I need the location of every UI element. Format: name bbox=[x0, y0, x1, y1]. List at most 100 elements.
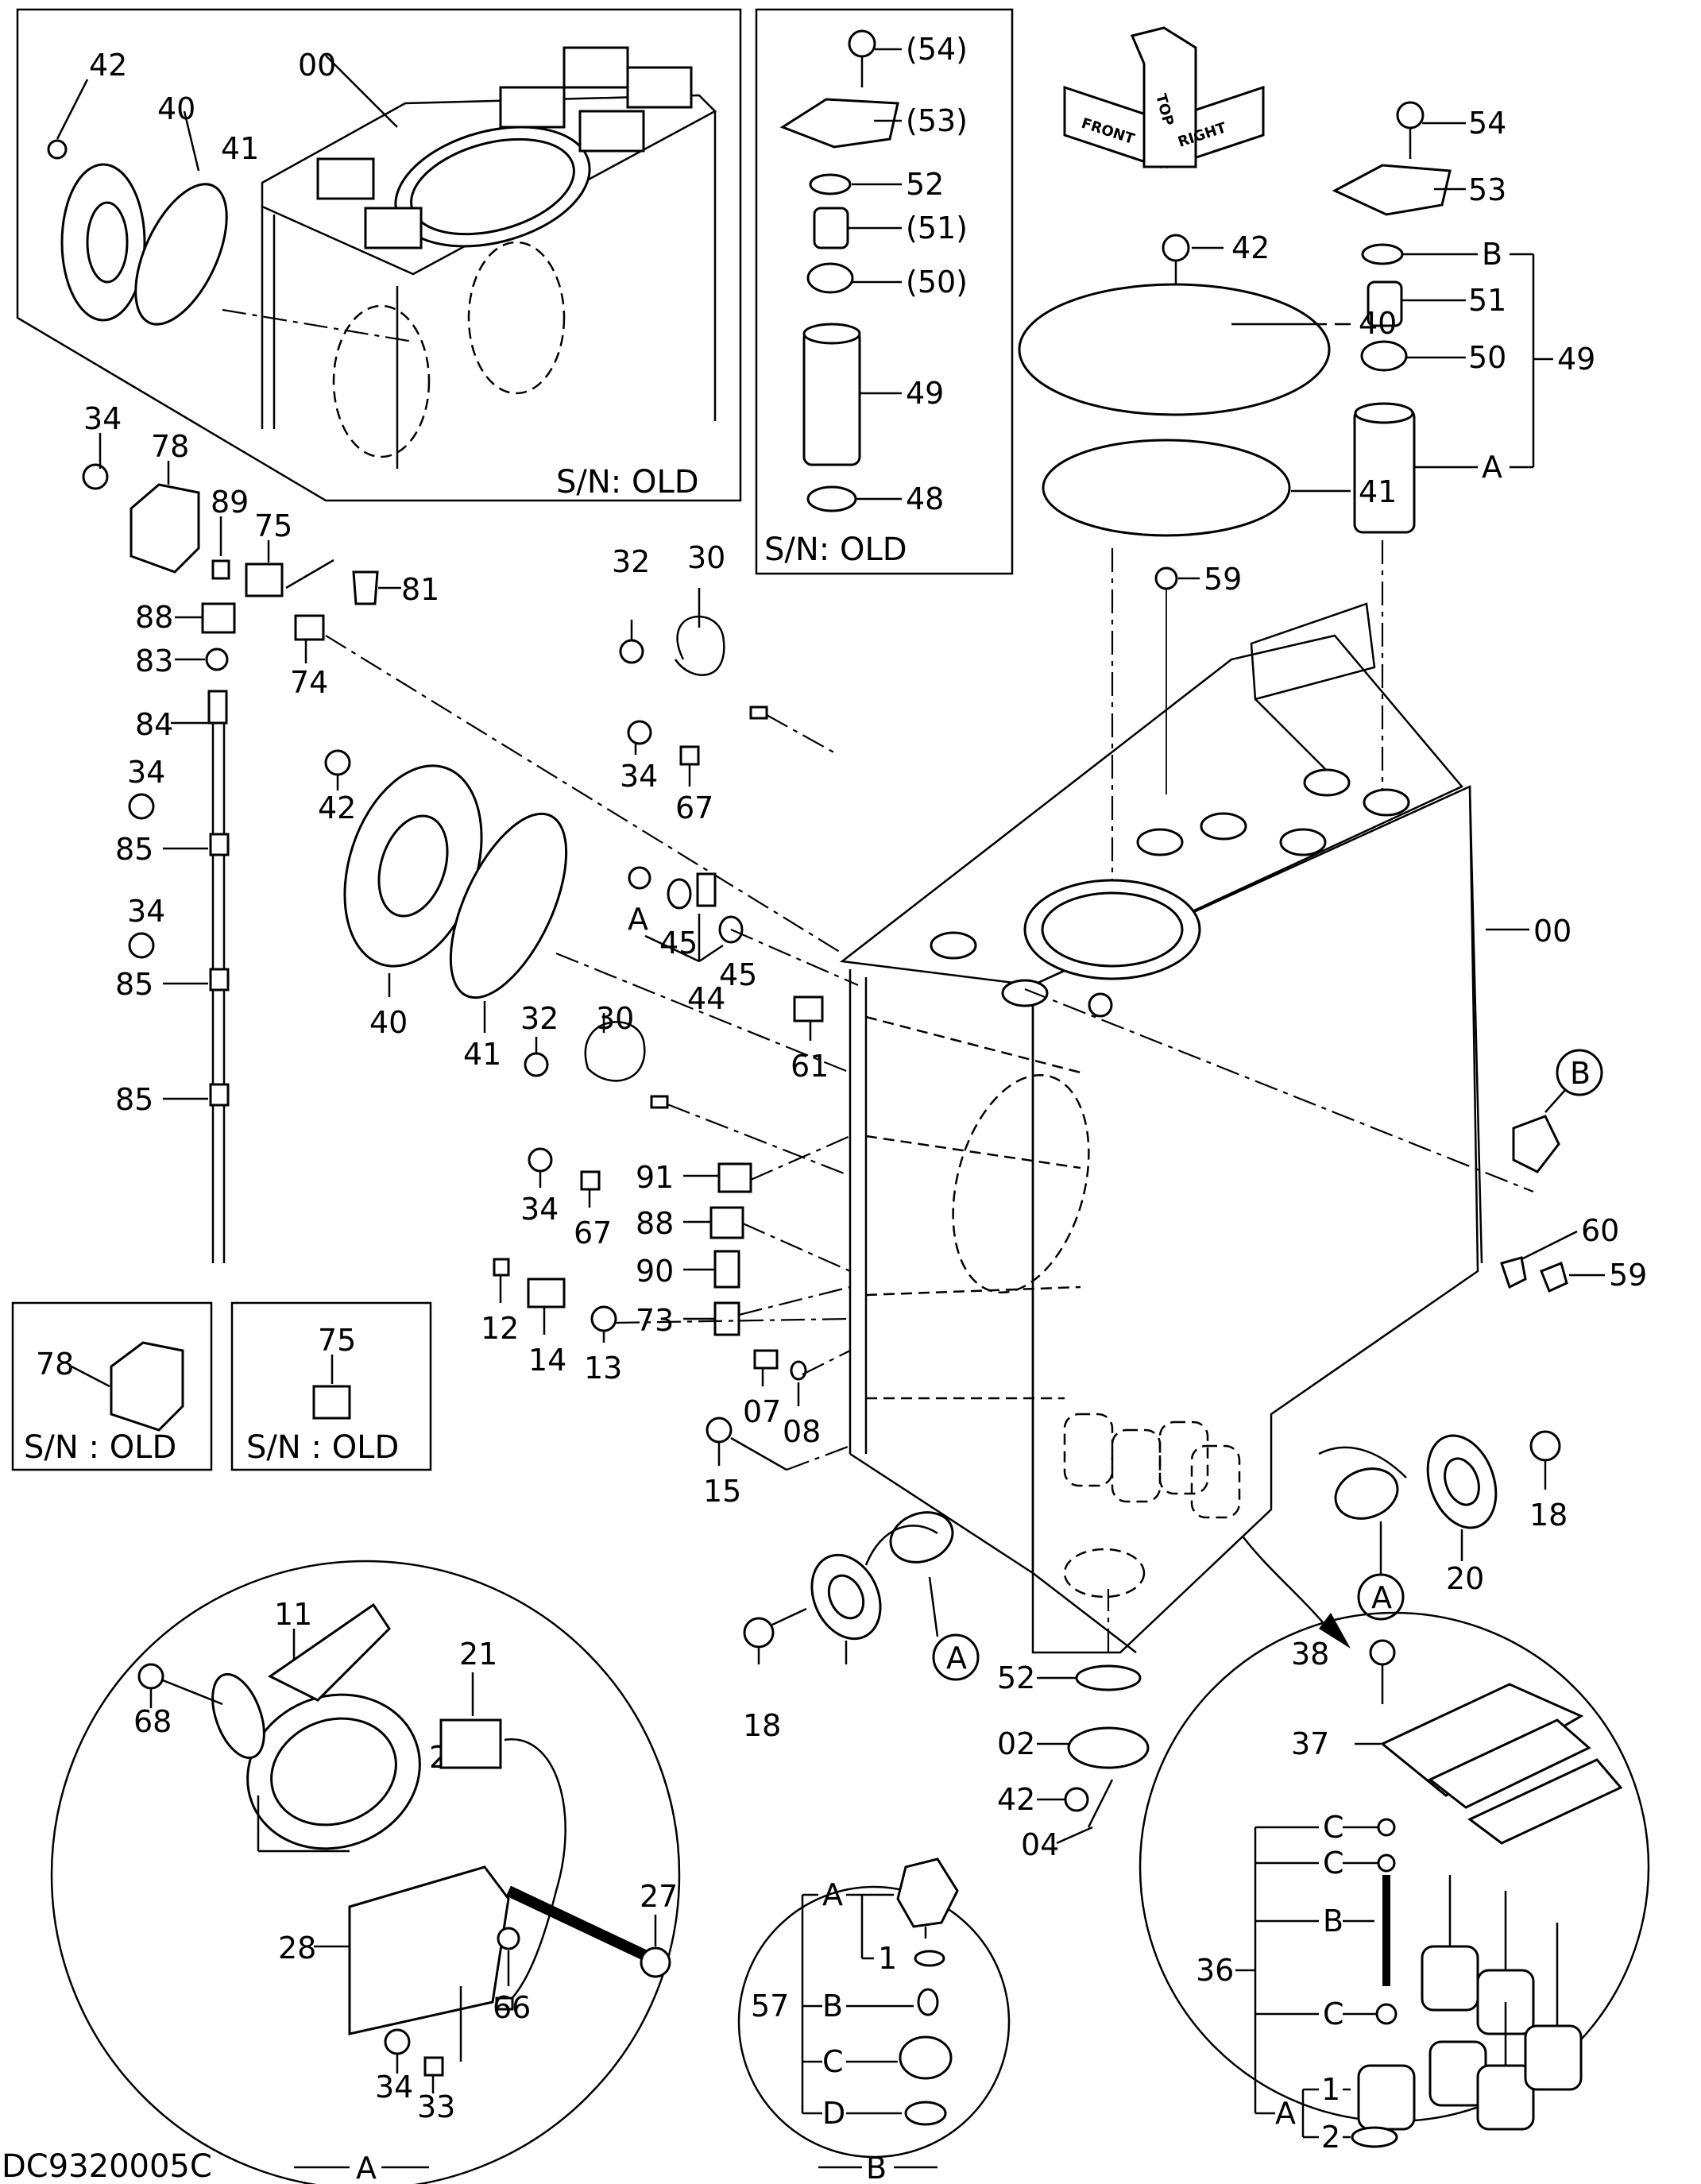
o-ring bbox=[134, 183, 228, 326]
label-91: 91 bbox=[636, 1160, 674, 1195]
label-18-right: 18 bbox=[1529, 1498, 1568, 1533]
clip-33 bbox=[423, 2056, 444, 2077]
cock-14 bbox=[527, 1278, 566, 1308]
bolt-A bbox=[628, 866, 651, 890]
label-67-top: 67 bbox=[675, 790, 713, 825]
o-ring-41 bbox=[449, 812, 568, 999]
nut bbox=[1377, 1818, 1396, 1837]
nipple-13 bbox=[590, 1305, 617, 1332]
label-78: 78 bbox=[151, 429, 189, 464]
bolt bbox=[1162, 234, 1190, 262]
switch-21 bbox=[439, 1718, 502, 1769]
inset-caption: S/N: OLD bbox=[556, 464, 699, 501]
detail-b-marker-label: B bbox=[1570, 1056, 1591, 1091]
orientation-indicator: FRONT RIGHT TOP bbox=[1063, 26, 1265, 169]
label-49: 49 bbox=[1557, 342, 1595, 377]
tank-top bbox=[839, 634, 1464, 987]
detail-c: 38 37 C C 36 B C A 1 2 bbox=[1139, 1611, 1650, 2155]
label-52-old: 52 bbox=[906, 167, 944, 202]
label-83: 83 bbox=[135, 644, 173, 678]
bolt-15 bbox=[706, 1417, 733, 1444]
label-C-3: C bbox=[1323, 1997, 1344, 2031]
hydraulic-tank: 00 40 42 41 59 bbox=[839, 230, 1571, 1654]
label-85-b: 85 bbox=[115, 967, 153, 1002]
label-34-sensor-b: 34 bbox=[520, 1192, 559, 1227]
clamp-67 bbox=[679, 745, 700, 766]
spring bbox=[813, 207, 849, 249]
clamp bbox=[209, 833, 230, 856]
washer-45 bbox=[667, 878, 692, 910]
label-07: 07 bbox=[743, 1394, 781, 1429]
label-32-top: 32 bbox=[612, 544, 650, 579]
clamp-67b bbox=[580, 1170, 601, 1191]
connector bbox=[650, 1095, 669, 1109]
plug-12 bbox=[493, 1258, 510, 1277]
label-37: 37 bbox=[1291, 1726, 1329, 1761]
right-valve: A 18 20 bbox=[1243, 1430, 1568, 1649]
inset-caption: S/N: OLD bbox=[764, 532, 907, 568]
label-85-c: 85 bbox=[115, 1082, 153, 1117]
bolt-18 bbox=[743, 1617, 775, 1649]
label-30-top: 30 bbox=[687, 540, 725, 575]
drawing-code: DC9320005C bbox=[2, 2148, 212, 2184]
label-C-1: C bbox=[1323, 1810, 1344, 1845]
label-04: 04 bbox=[1021, 1827, 1059, 1862]
bolt-34-detail bbox=[384, 2028, 411, 2055]
label-34-low: 34 bbox=[127, 894, 165, 929]
detail-b-marker[interactable] bbox=[1556, 1049, 1603, 1096]
label-B-detail-c: B bbox=[1323, 1904, 1343, 1939]
elbow-91 bbox=[717, 1162, 752, 1193]
label-08: 08 bbox=[783, 1414, 821, 1449]
label-12: 12 bbox=[481, 1311, 519, 1346]
o-ring-41 bbox=[1042, 439, 1291, 537]
label-28: 28 bbox=[278, 1931, 316, 1966]
nut bbox=[1375, 2003, 1398, 2025]
bolt-42-drain bbox=[1064, 1787, 1089, 1812]
bolt bbox=[47, 139, 68, 160]
label-40: 40 bbox=[157, 91, 195, 126]
o-ring bbox=[809, 173, 852, 195]
label-B-detail-b: B bbox=[822, 1989, 843, 2024]
label-45-a: 45 bbox=[659, 926, 698, 961]
detail-a-marker-label: A bbox=[946, 1641, 967, 1676]
label-57: 57 bbox=[751, 1989, 789, 2024]
label-60: 60 bbox=[1581, 1213, 1619, 1248]
bolt-18-right bbox=[1529, 1430, 1561, 1462]
label-33: 33 bbox=[417, 2089, 455, 2124]
label-D-detail-b: D bbox=[822, 2096, 845, 2131]
detail-a-tag: A bbox=[356, 2151, 377, 2184]
inset-old-tank: 42 40 41 00 S/N: OLD bbox=[16, 8, 742, 502]
lever bbox=[268, 1602, 391, 1702]
label-13: 13 bbox=[584, 1351, 622, 1386]
label-42: 42 bbox=[89, 48, 127, 83]
valve bbox=[806, 262, 854, 294]
gasket-1 bbox=[914, 1950, 945, 1967]
label-11: 11 bbox=[274, 1597, 312, 1632]
bolt-59 bbox=[1154, 566, 1178, 590]
label-27: 27 bbox=[640, 1879, 678, 1914]
inset-old-filter: (54) (53) 52 (51) (50) 49 48 S/N: OLD bbox=[755, 8, 1014, 575]
drain-and-valve: A 20 18 52 02 42 04 bbox=[429, 1511, 1150, 1862]
label-54: 54 bbox=[1468, 106, 1506, 141]
label-73: 73 bbox=[636, 1303, 674, 1338]
label-59-side: 59 bbox=[1609, 1258, 1647, 1293]
label-49-old: 49 bbox=[906, 376, 944, 411]
switch-75 bbox=[245, 562, 284, 597]
label-38: 38 bbox=[1291, 1637, 1329, 1672]
right-side-fittings: B 60 59 bbox=[1024, 988, 1647, 1293]
detail-a: 11 68 21 27 28 66 34 33 A bbox=[50, 1560, 681, 2184]
detail-a-marker[interactable] bbox=[932, 1633, 980, 1681]
label-90: 90 bbox=[636, 1254, 674, 1289]
label-20-right: 20 bbox=[1446, 1561, 1484, 1596]
label-42-left: 42 bbox=[318, 790, 356, 825]
label-2-detail-c: 2 bbox=[1321, 2120, 1340, 2155]
valve-88 bbox=[201, 602, 236, 634]
label-41: 41 bbox=[1359, 474, 1397, 509]
label-34-detail: 34 bbox=[375, 2070, 413, 2105]
part-D bbox=[904, 2101, 947, 2126]
filter-group: 54 53 B 51 50 49 A bbox=[1332, 101, 1595, 534]
label-88-gauge: 88 bbox=[135, 600, 173, 635]
label-61: 61 bbox=[791, 1049, 829, 1084]
label-41: 41 bbox=[221, 131, 259, 166]
sensor-cable bbox=[674, 615, 725, 676]
